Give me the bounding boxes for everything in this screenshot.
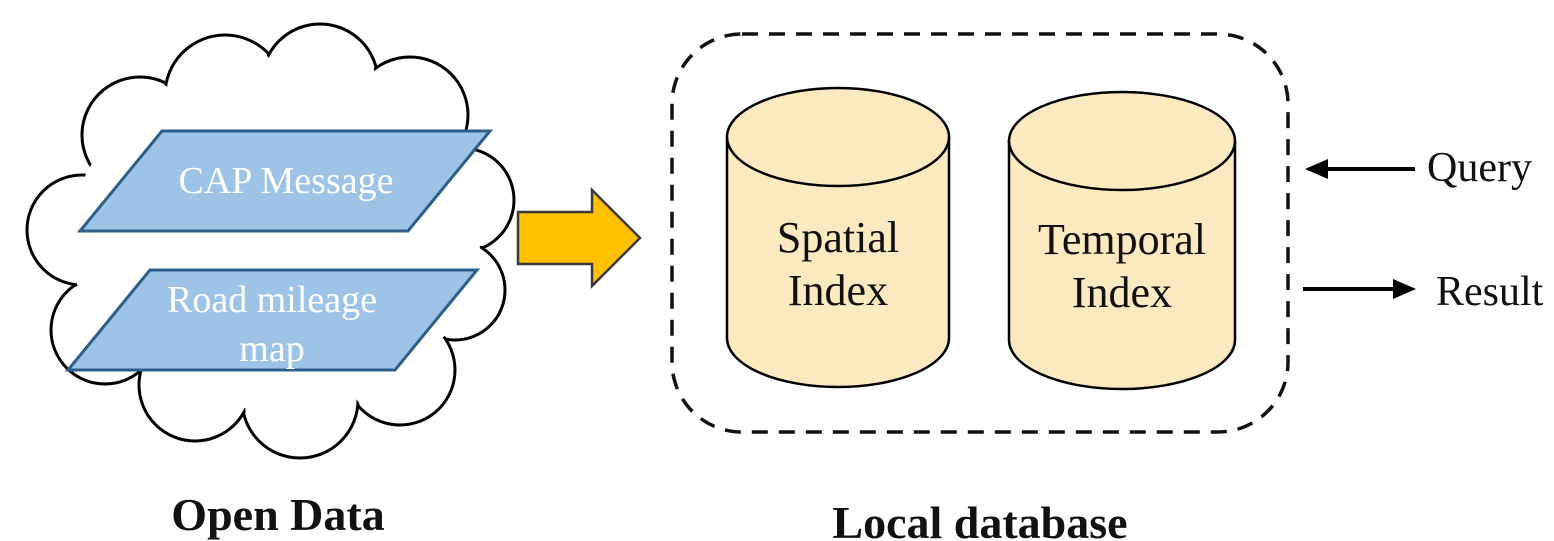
road-mileage-map-label-line2: map [239,328,304,370]
spatial-index-cylinder: Spatial Index [725,86,951,389]
spatial-index-label-line2: Index [788,266,888,315]
result-arrow [1303,279,1416,299]
local-database-container [670,32,1290,434]
temporal-index-label-line2: Index [1072,268,1172,317]
result-label: Result [1436,269,1544,315]
transfer-arrow [516,186,642,290]
query-arrow [1305,159,1415,179]
query-label: Query [1427,145,1532,191]
cap-message-parallelogram [76,129,494,233]
temporal-index-label-line1: Temporal [1038,215,1206,264]
road-mileage-map-parallelogram [64,268,481,372]
road-mileage-map-data-shape: Road mileage map [64,268,481,372]
open-data-caption: Open Data [171,489,384,540]
road-mileage-map-label-line1: Road mileage [167,279,377,321]
spatial-index-label-line1: Spatial [777,213,899,262]
temporal-index-cylinder: Temporal Index [1007,90,1237,391]
cap-message-data-shape: CAP Message [76,129,494,233]
cap-message-label: CAP Message [179,160,394,202]
open-data-cloud [25,22,516,460]
local-database-caption: Local database [832,497,1127,541]
